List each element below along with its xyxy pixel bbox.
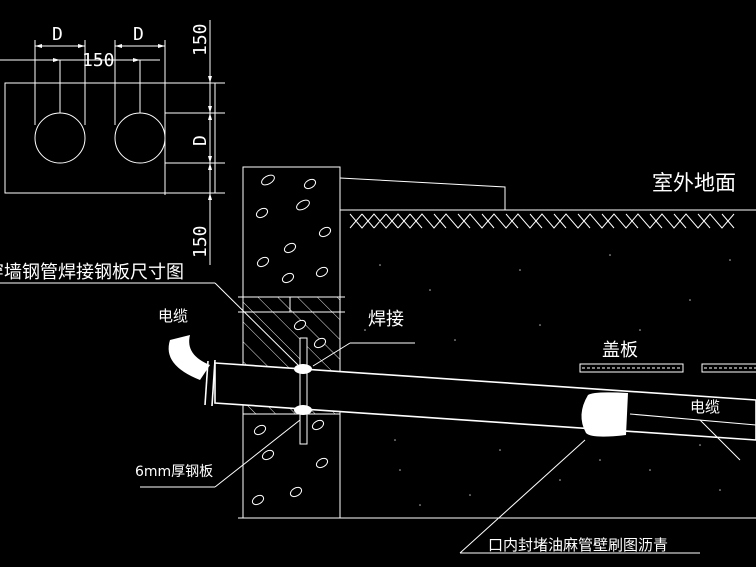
dim-spacing: 150 (82, 50, 115, 71)
dim-d-right: D (133, 24, 144, 45)
label-cable-left: 电缆 (158, 307, 188, 325)
label-steel-plate: 6mm厚钢板 (135, 464, 213, 480)
weld-top (294, 364, 312, 374)
wall (238, 166, 345, 519)
label-cover-plate: 盖板 (602, 340, 638, 361)
ground (339, 177, 756, 519)
soil-speckles (364, 254, 731, 506)
weld-bottom (294, 405, 312, 415)
dim-margin-top: 150 (190, 23, 211, 56)
label-plate-size-title: 穿墙钢管焊接钢板尺寸图 (0, 262, 184, 283)
plate-outline (4, 82, 216, 194)
pipe-body (214, 362, 756, 441)
cable-end (168, 335, 210, 380)
plate-size-detail: D D 150 150 D 150 (0, 20, 225, 265)
dim-margin-bottom: 150 (190, 225, 211, 258)
pipe-hole-left (34, 112, 86, 164)
soil-hatch (349, 213, 735, 229)
steel-plate (299, 337, 308, 445)
label-outdoor-ground: 室外地面 (652, 171, 736, 195)
label-weld: 焊接 (368, 309, 404, 330)
label-cable-right: 电缆 (690, 398, 720, 416)
wall-aggregate (251, 174, 332, 506)
cable-line (629, 413, 756, 426)
leaders (0, 282, 741, 554)
label-seal-note: 口内封堵油麻管壁刷图沥青 (488, 536, 668, 554)
cover-plates (579, 363, 756, 373)
pipe-hole-right (114, 112, 166, 164)
dim-d-left: D (52, 24, 63, 45)
dim-d-vertical: D (190, 135, 211, 146)
seal-plug (581, 392, 628, 437)
ground-cap (339, 177, 506, 210)
